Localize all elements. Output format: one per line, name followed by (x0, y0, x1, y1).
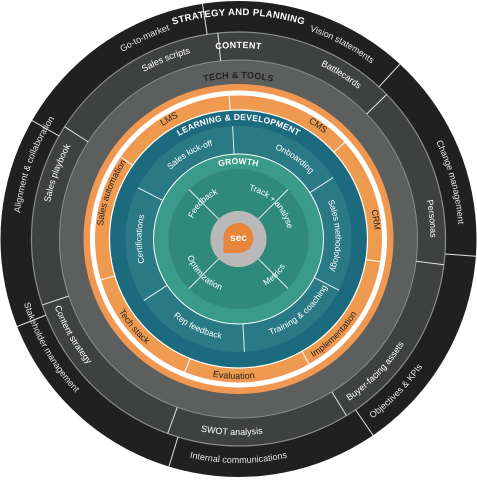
content-title-path: CONTENT (215, 40, 262, 51)
content-item: SWOT analysis (200, 424, 263, 438)
tech-divider (98, 275, 116, 282)
growth-divider (257, 189, 289, 220)
learning-divider (314, 277, 340, 291)
tech-divider (183, 358, 191, 375)
tech-divider (118, 155, 133, 166)
strategy-divider (378, 63, 401, 88)
tech-title: TECH & TOOLS (202, 70, 274, 84)
content-divider (42, 295, 69, 306)
growth-divider (188, 189, 220, 220)
tech-divider (228, 93, 231, 111)
tech-item-path: CRM (369, 209, 382, 231)
strategy-divider (31, 120, 60, 137)
tech-item-path: Evaluation (212, 369, 255, 381)
tech-white-band (90, 90, 387, 388)
learning-outline (108, 109, 369, 369)
content-outline (30, 31, 447, 447)
tech-title-path: TECH & TOOLS (202, 70, 274, 84)
growth-divider (188, 258, 220, 289)
content-divider (217, 32, 222, 61)
learning-item: Certifications (134, 213, 147, 264)
speech-bubble-icon (223, 223, 254, 253)
strategy-divider (201, 3, 208, 35)
learning-divider (309, 177, 334, 194)
content-divider (64, 126, 89, 143)
content-inner-outline (59, 59, 418, 419)
content-divider (331, 391, 347, 416)
growth-title-path: GROWTH (217, 156, 259, 169)
content-divider (167, 407, 178, 434)
strategy-divider (355, 409, 374, 436)
tech-divider (365, 258, 383, 263)
learning-item-path: Certifications (134, 213, 147, 264)
tech-divider (333, 140, 347, 153)
learning-divider (143, 284, 168, 301)
content-item-path: SWOT analysis (200, 424, 263, 438)
tech-divider (301, 351, 311, 367)
logo: sec (210, 211, 267, 267)
strategy-divider (444, 253, 476, 257)
dividers-layer (16, 3, 476, 467)
tech-item: CRM (369, 209, 382, 231)
strategy-divider (168, 436, 179, 467)
content-divider (366, 94, 388, 115)
learning-divider (242, 323, 245, 352)
learning-divider (232, 126, 235, 155)
logo-text: sec (230, 233, 247, 244)
growth-title: GROWTH (217, 156, 260, 169)
content-divider (416, 260, 444, 266)
tech-item: Evaluation (212, 369, 255, 381)
growth-outline (153, 153, 324, 325)
strategy-divider (16, 314, 47, 327)
content-title: CONTENT (215, 40, 262, 51)
growth-divider (257, 258, 289, 289)
learning-divider (137, 187, 163, 201)
